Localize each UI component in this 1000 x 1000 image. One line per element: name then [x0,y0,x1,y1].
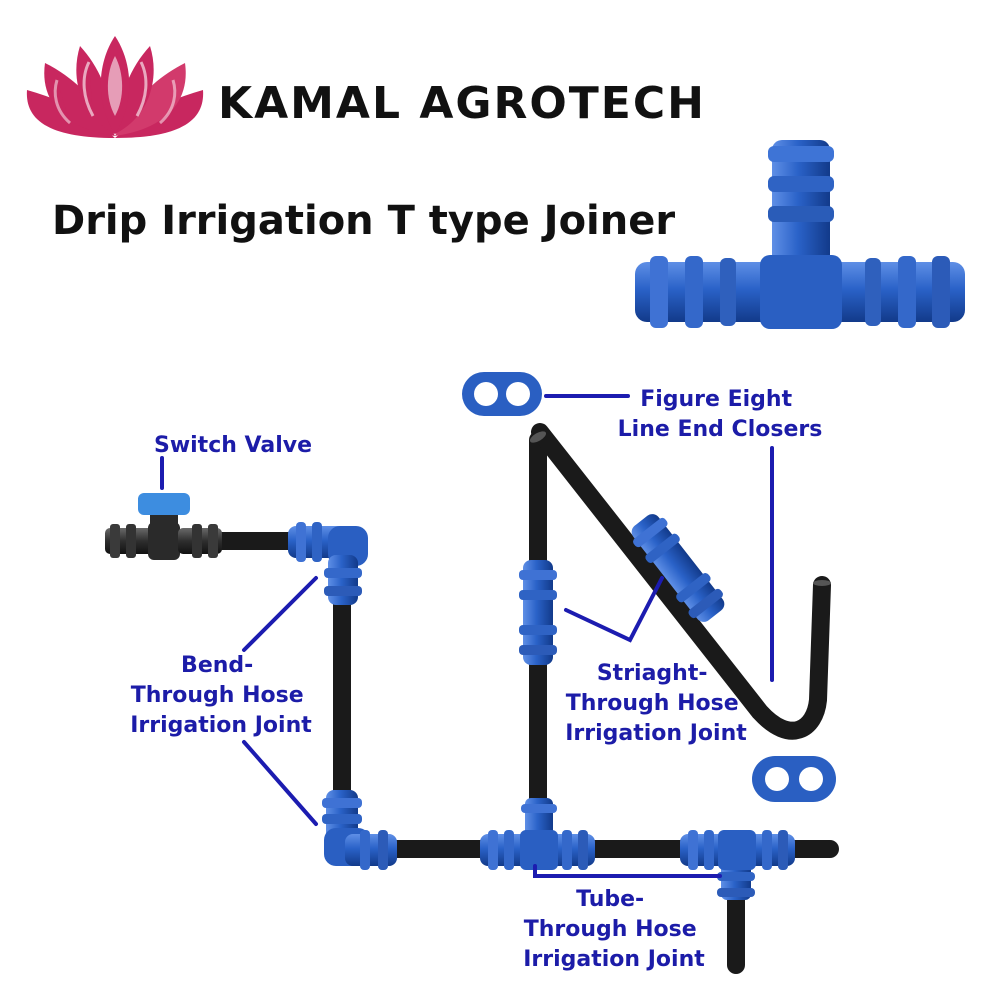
figure-eight-closer-bottom [752,756,836,802]
lotus-logo-icon [26,36,204,138]
elbow-fitting-top [288,522,368,605]
label-switch-valve: Switch Valve [154,433,312,458]
t-joiner-product-image [635,140,965,329]
page-title: Drip Irrigation T type Joiner [52,198,675,244]
leader-lines [160,394,774,878]
label-figure-eight: Figure Eight Line End Closers [618,387,823,442]
label-bend-through: Bend- Through Hose Irrigation Joint [130,653,312,738]
elbow-fitting-bottom [322,790,397,870]
straight-connector-vertical [519,560,557,665]
brand-name: KAMAL AGROTECH [218,78,706,129]
straight-connector-diagonal [631,514,725,622]
figure-eight-closer-top [462,372,542,416]
switch-valve-fitting [105,493,222,560]
tee-fitting-middle [480,798,595,870]
tee-fitting-right [680,830,795,900]
label-tube-through: Tube- Through Hose Irrigation Joint [523,887,705,972]
label-straight-through: Striaght- Through Hose Irrigation Joint [565,661,747,746]
